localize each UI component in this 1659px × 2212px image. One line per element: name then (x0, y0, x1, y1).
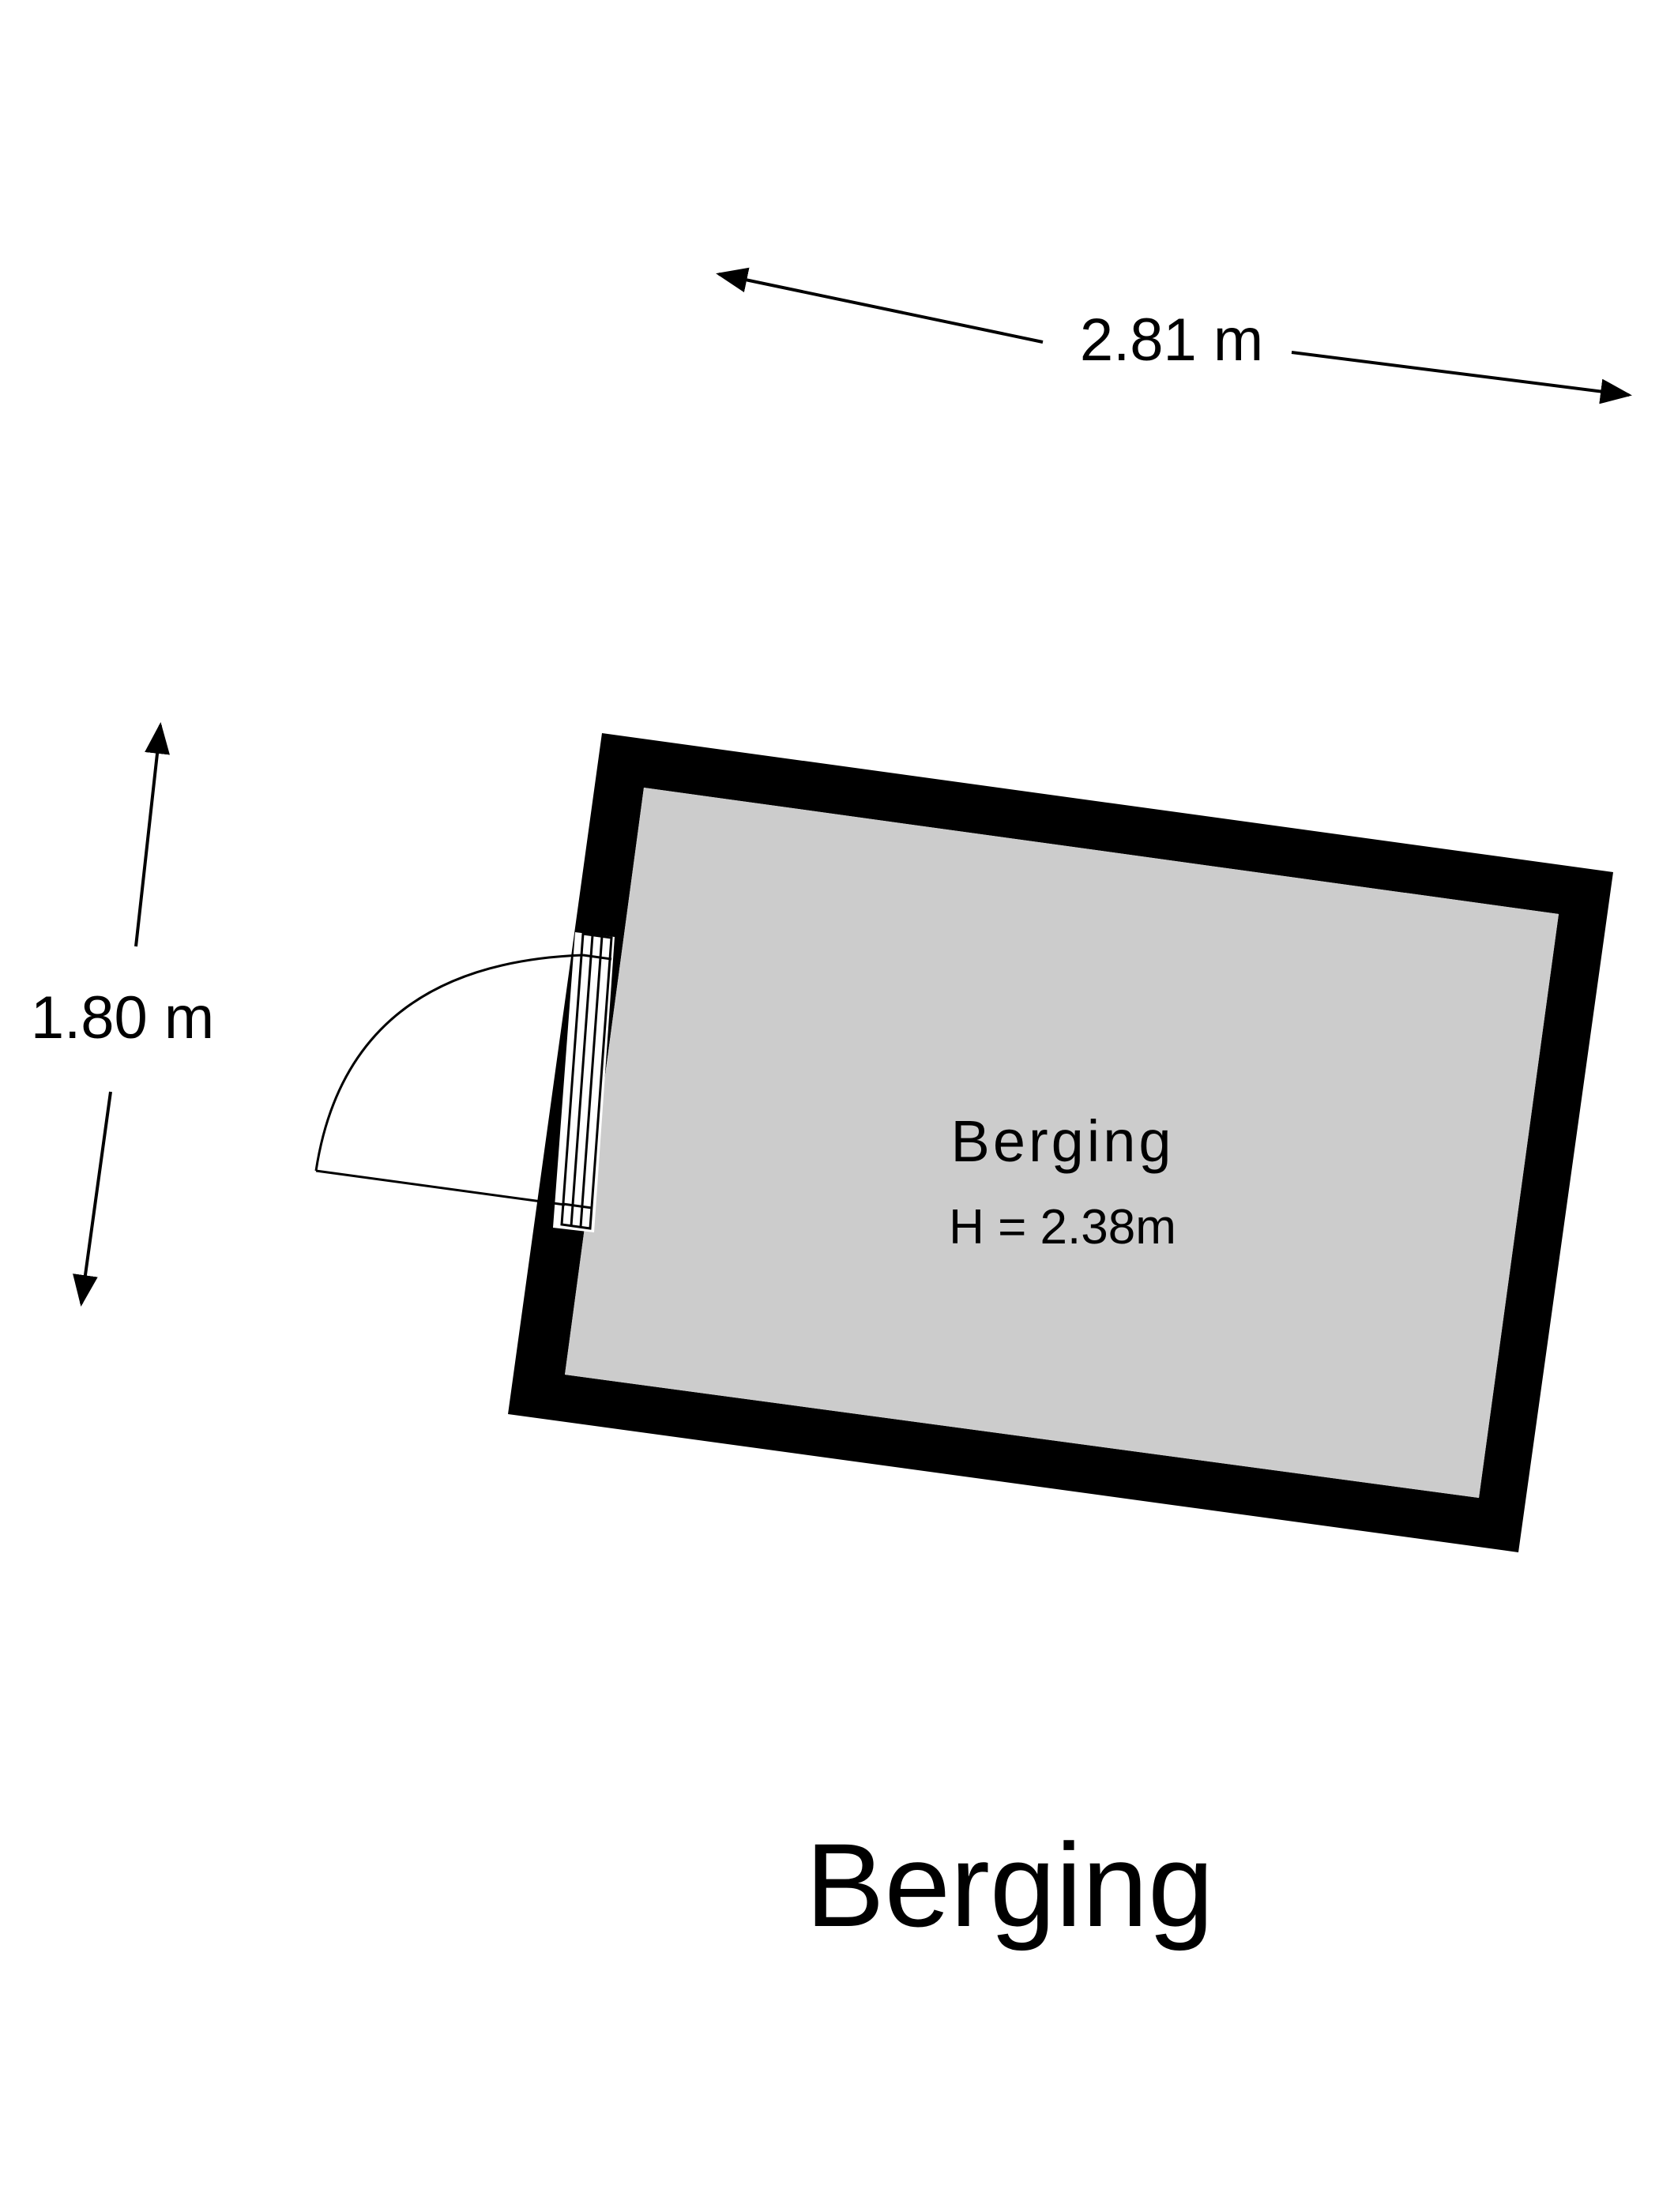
room-floor (565, 788, 1559, 1498)
door-frame-jamb-bottom (562, 1202, 592, 1209)
door-swing-arc (314, 954, 584, 1172)
plan-title: Berging (805, 1819, 1213, 1951)
width-dimension: 2.81 m (716, 267, 1632, 404)
room-berging: Berging H = 2.38m (314, 733, 1613, 1552)
depth-dimension-line-top (134, 722, 170, 947)
door-frame-inner-line (579, 935, 604, 1228)
door-frame (560, 932, 613, 1230)
door-swing (314, 954, 584, 1206)
width-dimension-label: 2.81 m (1080, 307, 1263, 374)
width-dimension-line-left (716, 267, 1044, 344)
depth-dimension-label: 1.80 m (31, 984, 214, 1051)
door-leaf-line (315, 1169, 566, 1206)
door-frame-jamb-top (582, 954, 612, 961)
room-walls (508, 733, 1613, 1552)
door-frame-inner-line (570, 935, 594, 1227)
room-name-label: Berging (950, 1108, 1174, 1174)
depth-dimension: 1.80 m (31, 722, 214, 1307)
width-dimension-line-right (1291, 351, 1632, 404)
depth-dimension-line-bottom (73, 1091, 112, 1307)
room-height-label: H = 2.38m (949, 1200, 1176, 1255)
